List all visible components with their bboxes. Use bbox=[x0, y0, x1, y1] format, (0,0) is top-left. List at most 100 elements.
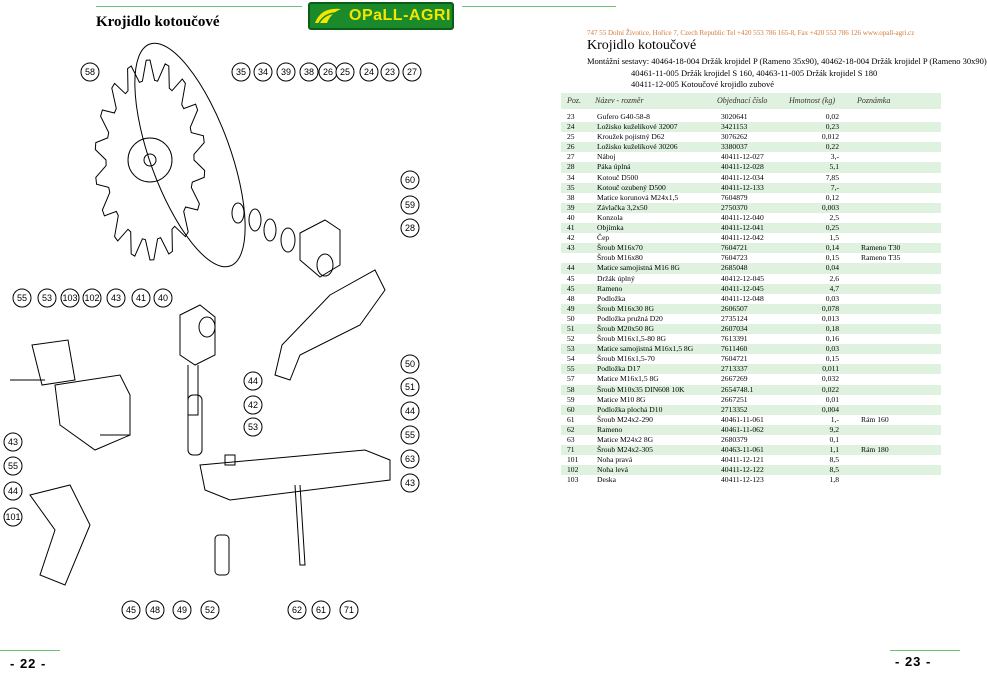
cell-code: 2607034 bbox=[721, 323, 748, 333]
cell-pos: 45 bbox=[567, 283, 575, 293]
cell-note bbox=[861, 364, 941, 374]
callout-circle bbox=[231, 62, 251, 82]
cell-mass: 0,22 bbox=[825, 142, 839, 152]
cell-mass: 0,16 bbox=[825, 334, 839, 344]
cell-code: 40411-12-048 bbox=[721, 293, 764, 303]
cell-mass: 2,5 bbox=[829, 212, 840, 222]
cell-name: Kroužek pojistný D62 bbox=[597, 132, 665, 142]
callout-circle bbox=[60, 288, 80, 308]
cell-name: Noha pravá bbox=[597, 455, 633, 465]
cell-pos: 57 bbox=[567, 374, 575, 384]
cell-pos: 25 bbox=[567, 132, 575, 142]
cell-pos: 42 bbox=[567, 233, 575, 243]
callout-43: 43 bbox=[400, 473, 420, 493]
callout-61: 61 bbox=[311, 600, 331, 620]
cell-pos: 28 bbox=[567, 162, 575, 172]
callout-number: 48 bbox=[150, 605, 160, 615]
cell-note bbox=[861, 344, 941, 354]
cell-note bbox=[861, 455, 941, 465]
cell-code: 40411-12-045 bbox=[721, 283, 764, 293]
callout-number: 102 bbox=[84, 293, 99, 303]
cell-pos: 40 bbox=[567, 212, 575, 222]
cell-pos: 43 bbox=[567, 243, 575, 253]
cell-mass: 4,7 bbox=[829, 283, 840, 293]
callout-circle bbox=[145, 600, 165, 620]
cell-pos: 34 bbox=[567, 172, 575, 182]
callout-102: 102 bbox=[82, 288, 102, 308]
cell-code: 7604879 bbox=[721, 192, 748, 202]
cell-name: Matice M24x2 8G bbox=[597, 435, 654, 444]
cell-mass: 7,85 bbox=[825, 172, 839, 182]
callout-circle bbox=[253, 62, 273, 82]
cell-code: 2713352 bbox=[721, 404, 748, 414]
plate-103 bbox=[31, 339, 76, 386]
cell-mass: 1,8 bbox=[829, 475, 840, 485]
cell-note bbox=[861, 233, 941, 243]
cell-code: 3421153 bbox=[721, 122, 748, 132]
callout-44: 44 bbox=[3, 481, 23, 501]
cell-note bbox=[861, 162, 941, 172]
cell-name: Šroub M24x2-305 bbox=[597, 445, 653, 455]
cell-code: 40411-12-122 bbox=[721, 465, 764, 475]
nut-53 bbox=[224, 454, 236, 466]
cell-code: 7604721 bbox=[721, 354, 748, 364]
parts-table-header: Poz. Název - rozměr Objednací číslo Hmot… bbox=[561, 93, 941, 109]
cell-mass: 0,013 bbox=[821, 313, 839, 323]
pin-body bbox=[187, 394, 203, 456]
cell-note bbox=[861, 354, 941, 364]
cell-note bbox=[861, 324, 941, 334]
callout-44: 44 bbox=[243, 371, 263, 391]
callout-number: 28 bbox=[405, 223, 415, 233]
cell-pos: 62 bbox=[567, 424, 575, 434]
logo-text: OPaLL-AGRI bbox=[349, 7, 451, 24]
cell-mass: 2,6 bbox=[829, 273, 840, 283]
cell-name: Rameno bbox=[597, 424, 623, 434]
frame-arm-62 bbox=[199, 449, 391, 576]
callout-circle bbox=[80, 62, 100, 82]
callout-55: 55 bbox=[3, 456, 23, 476]
cell-name: Ložisko kuželíkové 30206 bbox=[597, 142, 678, 152]
cell-pos: 102 bbox=[567, 465, 579, 475]
cell-code: 40411-12-027 bbox=[721, 152, 764, 162]
smooth-disc bbox=[134, 42, 246, 268]
hub-parts bbox=[231, 202, 341, 278]
cell-pos: 61 bbox=[567, 414, 575, 424]
header-mass: Hmotnost (kg) bbox=[789, 96, 835, 105]
cell-note bbox=[861, 425, 941, 435]
cell-note bbox=[861, 405, 941, 415]
bearing-26 bbox=[280, 227, 296, 253]
callout-number: 103 bbox=[62, 293, 77, 303]
cell-pos: 54 bbox=[567, 354, 575, 364]
callout-number: 35 bbox=[236, 67, 246, 77]
cell-pos: 50 bbox=[567, 313, 575, 323]
cell-mass: 0,15 bbox=[825, 354, 839, 364]
ring-24 bbox=[248, 208, 262, 232]
cell-name: Náboj bbox=[597, 152, 616, 162]
cell-pos: 26 bbox=[567, 142, 575, 152]
callout-55: 55 bbox=[400, 425, 420, 445]
company-logo: OPaLL-AGRI bbox=[308, 2, 454, 30]
callout-number: 24 bbox=[364, 67, 374, 77]
cell-note: Rám 180 bbox=[861, 445, 889, 455]
cell-note bbox=[861, 213, 941, 223]
cell-pos: 45 bbox=[567, 273, 575, 283]
hub-face bbox=[316, 253, 334, 277]
cell-pos: 27 bbox=[567, 152, 575, 162]
toothed-disc bbox=[94, 59, 206, 261]
cell-code: 2685048 bbox=[721, 263, 748, 273]
cell-code: 40411-12-042 bbox=[721, 233, 764, 243]
